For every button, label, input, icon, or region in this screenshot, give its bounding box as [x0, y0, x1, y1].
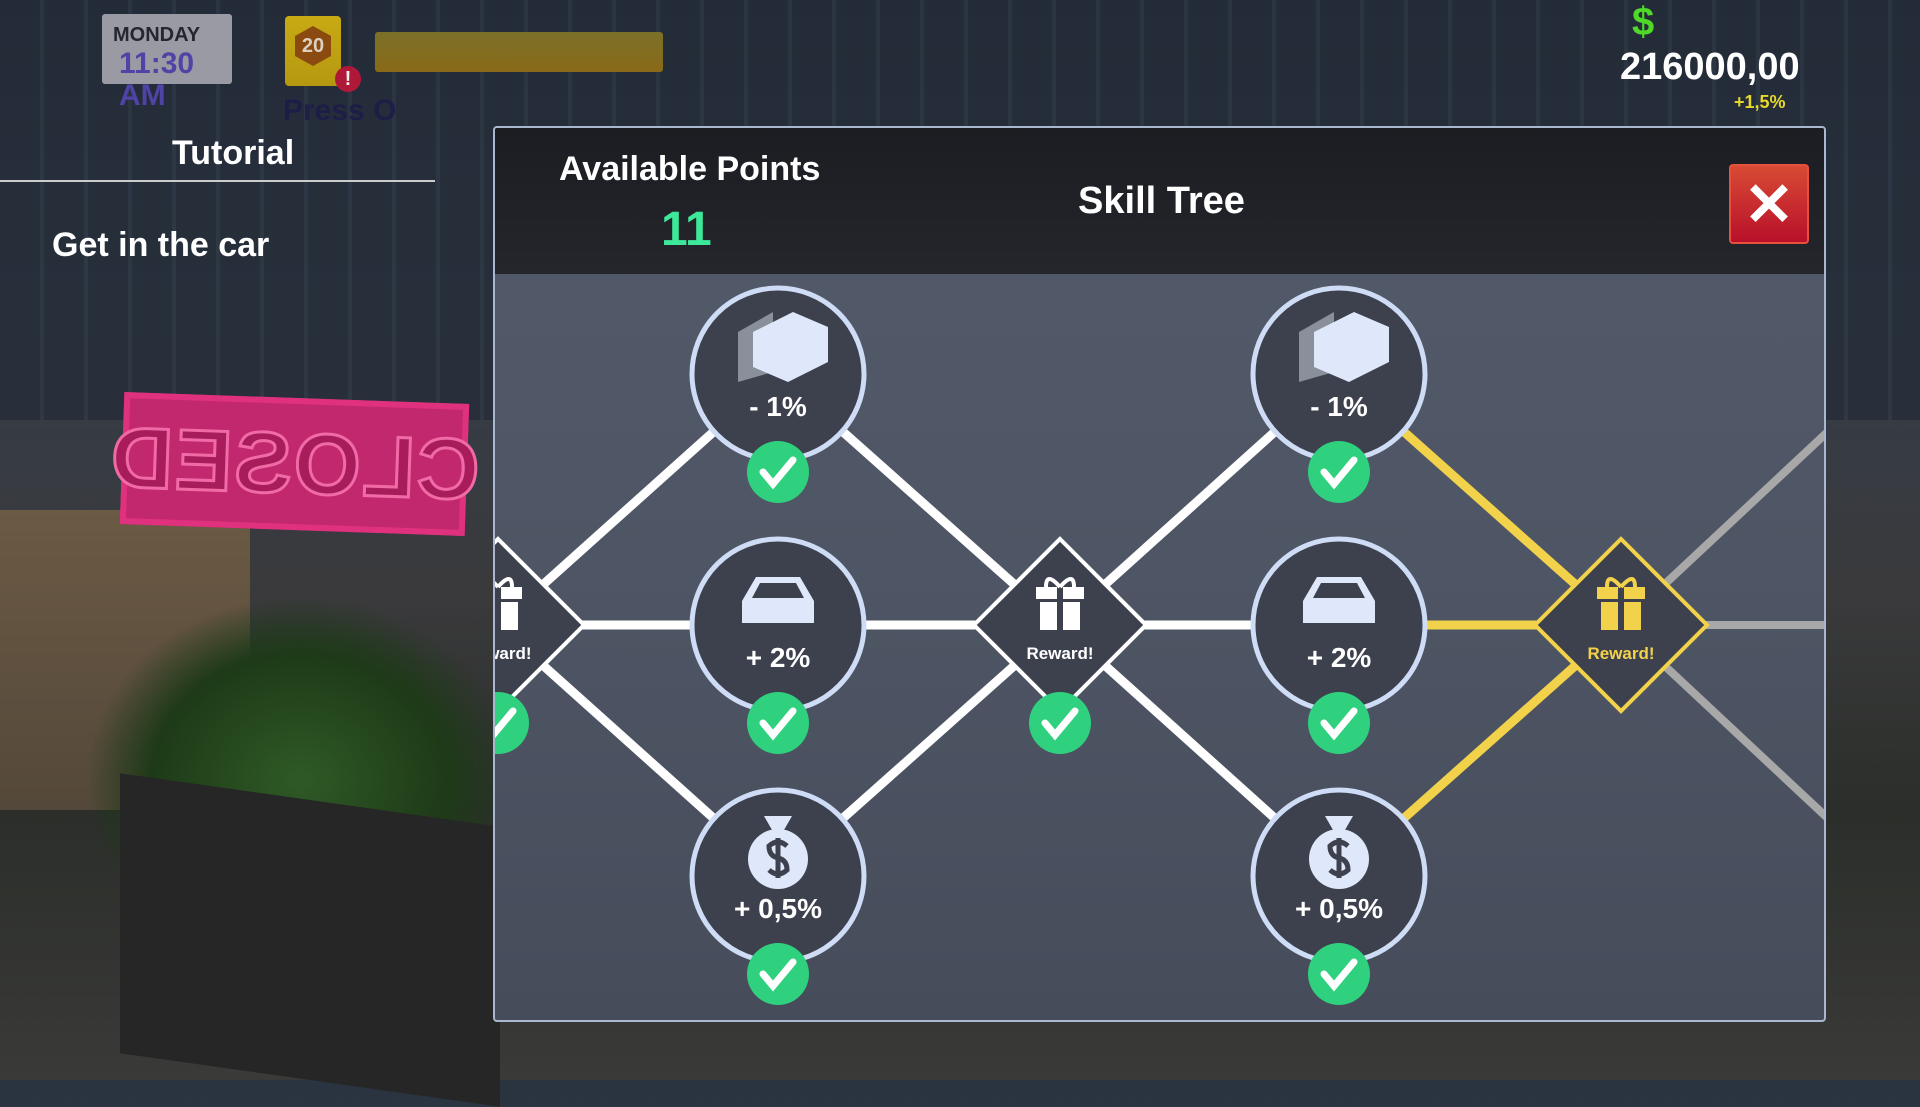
checkmark-icon — [759, 958, 797, 992]
skill-circle — [1250, 536, 1428, 714]
gift-ribbon — [1057, 587, 1063, 630]
skill-tree-graph: Reward! - 1% + 2% + 0,5% Reward! - 1% + 2% + 0,… — [495, 285, 1824, 1005]
hint-text: Press O — [283, 94, 397, 127]
check-badge — [747, 943, 809, 1005]
available-points-value: 11 — [661, 203, 712, 256]
dollar-sign-icon — [766, 838, 790, 878]
skill-label: - 1% — [1310, 391, 1368, 422]
tutorial-divider — [0, 180, 435, 182]
skill-label: + 0,5% — [1295, 893, 1383, 924]
dollar-sign-icon — [1327, 838, 1351, 878]
checkmark-icon — [1320, 707, 1358, 741]
time-label: 11:30 AM — [119, 47, 195, 112]
money-bag-neck — [1325, 816, 1353, 830]
skill-node-a-top[interactable]: - 1% — [689, 285, 867, 503]
check-badge — [1308, 692, 1370, 754]
money-change: +1,5% — [1734, 92, 1786, 112]
money-amount: 216000,00 — [1620, 46, 1800, 88]
check-badge — [495, 692, 529, 754]
check-badge — [1308, 441, 1370, 503]
skill-node-a-mid[interactable]: + 2% — [689, 536, 867, 754]
tutorial-task: Get in the car — [52, 226, 270, 264]
checkmark-icon — [495, 707, 517, 739]
calendar-widget: MONDAY 11:30 AM — [102, 14, 232, 112]
skill-node-b-top[interactable]: - 1% — [1250, 285, 1428, 503]
planter — [120, 773, 500, 1107]
car-window — [752, 583, 804, 598]
checkmark-icon — [759, 707, 797, 741]
closed-sign: CLOSED — [106, 392, 483, 536]
skill-label: + 2% — [746, 642, 811, 673]
skill-label: + 2% — [1307, 642, 1372, 673]
gift-ribbon — [1618, 587, 1624, 630]
checkmark-icon — [1041, 707, 1079, 741]
checkmark-icon — [1320, 456, 1358, 490]
skill-tree-header: Available Points 11 Skill Tree ✕ — [495, 128, 1824, 274]
gift-ribbon — [495, 587, 501, 630]
xp-progress-bar — [375, 32, 663, 72]
box-icon — [1314, 312, 1389, 382]
skill-label: - 1% — [749, 391, 807, 422]
day-label: MONDAY — [113, 24, 201, 46]
skill-tree-panel: Available Points 11 Skill Tree ✕ Reward!… — [493, 126, 1826, 1022]
money-bag-neck — [764, 816, 792, 830]
skill-node-reward-center[interactable]: Reward! — [971, 536, 1149, 754]
skill-node-a-bot[interactable]: + 0,5% — [689, 787, 867, 1005]
alert-icon: ! — [335, 66, 361, 92]
gift-icon — [495, 587, 522, 599]
tutorial-title: Tutorial — [172, 134, 295, 172]
skill-node-b-mid[interactable]: + 2% — [1250, 536, 1428, 754]
skill-tree-title: Skill Tree — [1078, 180, 1245, 222]
gift-bow — [1044, 577, 1076, 589]
check-badge — [747, 441, 809, 503]
skill-node-reward-left[interactable]: Reward! — [495, 536, 587, 754]
available-points-label: Available Points — [559, 150, 821, 188]
gift-bow — [495, 577, 514, 589]
gift-bow — [1605, 577, 1637, 589]
check-badge — [1308, 943, 1370, 1005]
skill-label: + 0,5% — [734, 893, 822, 924]
checkmark-icon — [759, 456, 797, 490]
close-button[interactable]: ✕ — [1729, 164, 1809, 244]
level-number: 20 — [295, 26, 331, 66]
dollar-icon: $ — [1632, 0, 1655, 44]
skill-node-b-bot[interactable]: + 0,5% — [1250, 787, 1428, 1005]
reward-label: Reward! — [1587, 644, 1654, 663]
level-badge[interactable]: 20 — [285, 16, 341, 86]
checkmark-icon — [1320, 958, 1358, 992]
skill-circle — [689, 536, 867, 714]
check-badge — [1029, 692, 1091, 754]
check-badge — [747, 692, 809, 754]
reward-label: Reward! — [1026, 644, 1093, 663]
skill-node-reward-right[interactable]: Reward! — [1532, 536, 1710, 714]
box-icon — [753, 312, 828, 382]
reward-label: Reward! — [495, 644, 532, 663]
closed-sign-text: CLOSED — [106, 408, 482, 520]
car-window — [1313, 583, 1365, 598]
